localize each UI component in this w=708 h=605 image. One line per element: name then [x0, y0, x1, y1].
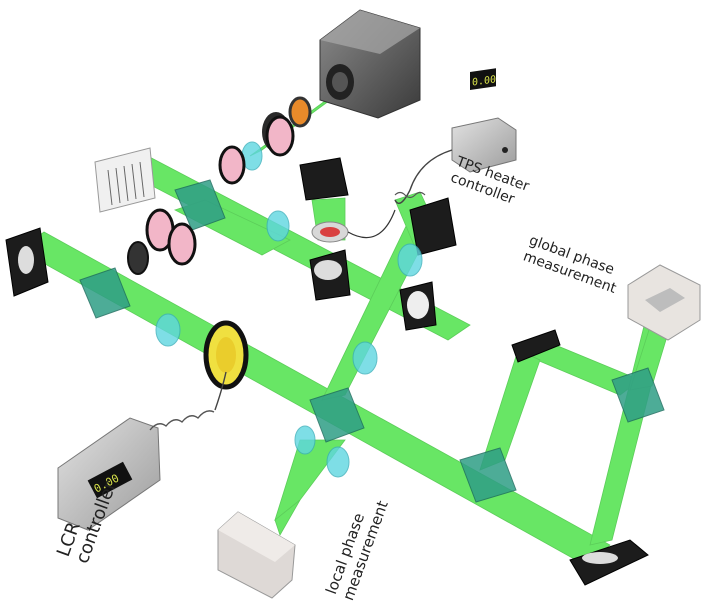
lenses: [155, 141, 423, 478]
cube-lower-right: [459, 447, 517, 503]
beam-splitters: [79, 179, 665, 503]
cube-top: [174, 179, 226, 231]
filter-elements: [127, 115, 295, 275]
grating-top-left: [94, 147, 156, 213]
laser-source: [319, 9, 421, 119]
cube-center: [309, 387, 365, 443]
tps-heater-sample: [311, 209, 396, 243]
mirrors: [5, 157, 649, 586]
label-local: local phase measurement: [322, 498, 392, 603]
label-tps: TPS heater controller: [448, 153, 531, 207]
mirror-right-loop: [511, 329, 561, 363]
lcr-cell: [203, 320, 249, 390]
tps-controller-device: 0.00: [394, 68, 517, 204]
lcr-controller-device: 0.00: [57, 371, 227, 531]
cube-left: [79, 267, 131, 319]
mirror-tps-top: [299, 157, 349, 201]
label-global: global phase measurement: [521, 232, 619, 297]
global-phase-camera: [627, 264, 701, 341]
local-phase-camera: [217, 511, 296, 599]
mirror-right-top: [409, 197, 457, 256]
cube-right: [611, 367, 665, 423]
tps-display: 0.00: [472, 74, 496, 88]
